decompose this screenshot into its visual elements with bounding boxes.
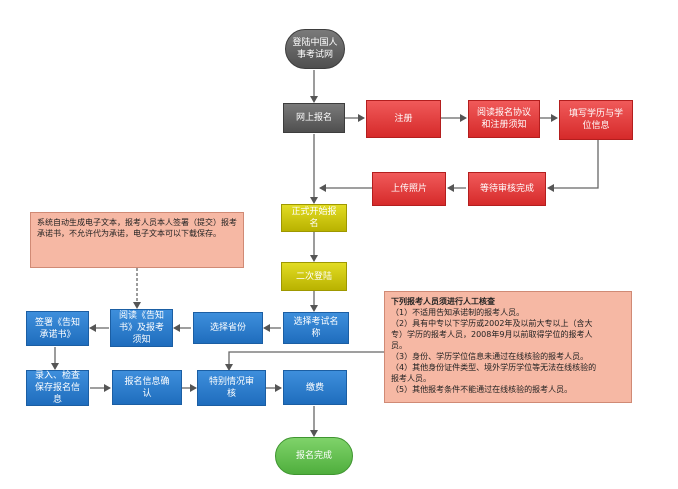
note-left: 系统自动生成电子文本，报考人员本人签署（提交）报考承诺书，不允许代为承诺，电子文… — [30, 212, 244, 268]
node-special-review: 特别情况审 核 — [197, 370, 266, 406]
node-upload-photo: 上传照片 — [372, 172, 446, 206]
node-enter-check: 录入、检查 保存报名信 息 — [26, 370, 89, 406]
node-wait-review: 等待审核完成 — [468, 172, 546, 206]
note-left-text: 系统自动生成电子文本，报考人员本人签署（提交）报考承诺书，不允许代为承诺，电子文… — [37, 218, 237, 238]
node-register: 注册 — [366, 100, 441, 138]
note-right-line: 专）学历的报考人员，2008年9月以前取得学位的报考人 — [391, 330, 593, 339]
node-choose-exam: 选择考试名 称 — [283, 312, 349, 344]
node-second-login: 二次登陆 — [281, 262, 347, 291]
node-done: 报名完成 — [275, 437, 353, 475]
node-official: 正式开始报 名 — [281, 204, 347, 232]
node-start: 登陆中国人 事考试网 — [285, 29, 345, 69]
node-read-agreement: 阅读报名协议 和注册须知 — [468, 100, 540, 138]
note-right-line: 员。 — [391, 341, 407, 350]
note-right-title: 下列报考人员须进行人工核查 — [391, 297, 495, 306]
note-right-line: 报考人员。 — [391, 374, 431, 383]
node-choose-province: 选择省份 — [193, 312, 263, 344]
node-read-notice: 阅读《告知 书》及报考 须知 — [110, 309, 173, 347]
node-fill-education: 填写学历与学 位信息 — [559, 100, 633, 140]
arrow-education-wait — [547, 140, 599, 192]
note-right-line: （3）身份、学历学位信息未通过在线核验的报考人员。 — [391, 352, 589, 361]
note-right-line: （5）其他报考条件不能通过在线核验的报考人员。 — [391, 385, 573, 394]
node-pay: 缴费 — [283, 370, 347, 405]
note-right-line: （1）不适用告知承诺制的报考人员。 — [391, 308, 525, 317]
arrow-noteright-special — [225, 351, 384, 371]
note-right-line: （4）其他身份证件类型、境外学历学位等无法在线核验的 — [391, 363, 597, 372]
node-online: 网上报名 — [283, 103, 345, 133]
note-right: 下列报考人员须进行人工核查 （1）不适用告知承诺制的报考人员。 （2）具有中专以… — [384, 291, 632, 403]
note-right-line: （2）具有中专以下学历或2002年及以前大专以上（含大 — [391, 319, 593, 328]
node-sign-notice: 签署《告知 承诺书》 — [26, 311, 89, 346]
node-confirm-info: 报名信息确 认 — [112, 370, 182, 405]
